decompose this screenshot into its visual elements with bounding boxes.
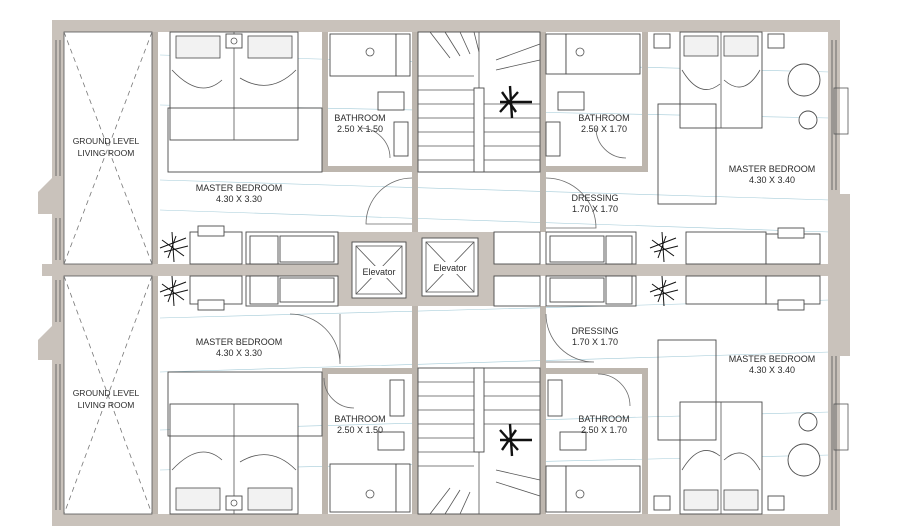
dress-b-name: DRESSING — [571, 326, 618, 336]
door-swings — [289, 127, 631, 409]
master-tl-name: MASTER BEDROOM — [196, 183, 283, 193]
master-tr-size: 4.30 X 3.40 — [749, 175, 795, 185]
elevator-right-label: Elevator — [433, 263, 466, 273]
bath-br-size: 2.50 X 1.70 — [581, 425, 627, 435]
stair-bottom — [417, 367, 541, 515]
bath-tr-name: BATHROOM — [578, 113, 629, 123]
master-bl-size: 4.30 X 3.30 — [216, 348, 262, 358]
living-room-top: GROUND LEVEL LIVING ROOM — [63, 31, 153, 265]
bathroom-fixtures — [329, 33, 641, 513]
living-top-line2: LIVING ROOM — [78, 148, 135, 158]
bath-tr-size: 2.50 X 1.70 — [581, 124, 627, 134]
dress-t-name: DRESSING — [571, 193, 618, 203]
living-bottom-line2: LIVING ROOM — [78, 400, 135, 410]
living-bottom-line1: GROUND LEVEL — [73, 388, 140, 398]
master-tl-size: 4.30 X 3.30 — [216, 194, 262, 204]
bath-br-name: BATHROOM — [578, 414, 629, 424]
outer-walls — [38, 20, 850, 526]
living-top-line1: GROUND LEVEL — [73, 136, 140, 146]
elevator-right: Elevator — [421, 237, 479, 297]
stair-top — [417, 31, 541, 173]
bath-tl-size: 2.50 X 1.50 — [337, 124, 383, 134]
window-frames — [55, 40, 849, 510]
beds-bottom-right — [653, 339, 821, 515]
beds-top-right — [653, 31, 821, 205]
bath-bl-name: BATHROOM — [334, 414, 385, 424]
beds-bottom-left — [167, 371, 323, 515]
elevator-left-label: Elevator — [362, 267, 395, 277]
seating-core — [189, 225, 821, 311]
master-br-name: MASTER BEDROOM — [729, 354, 816, 364]
room-labels: MASTER BEDROOM 4.30 X 3.30 MASTER BEDROO… — [196, 113, 816, 435]
bath-bl-size: 2.50 X 1.50 — [337, 425, 383, 435]
elevator-left: Elevator — [351, 241, 407, 299]
dress-b-size: 1.70 X 1.70 — [572, 337, 618, 347]
bath-tl-name: BATHROOM — [334, 113, 385, 123]
living-room-bottom: GROUND LEVEL LIVING ROOM — [63, 275, 153, 515]
beds-top-left — [167, 31, 323, 173]
dress-t-size: 1.70 X 1.70 — [572, 204, 618, 214]
master-bl-name: MASTER BEDROOM — [196, 337, 283, 347]
master-tr-name: MASTER BEDROOM — [729, 164, 816, 174]
plant-icons — [159, 231, 679, 307]
master-br-size: 4.30 X 3.40 — [749, 365, 795, 375]
